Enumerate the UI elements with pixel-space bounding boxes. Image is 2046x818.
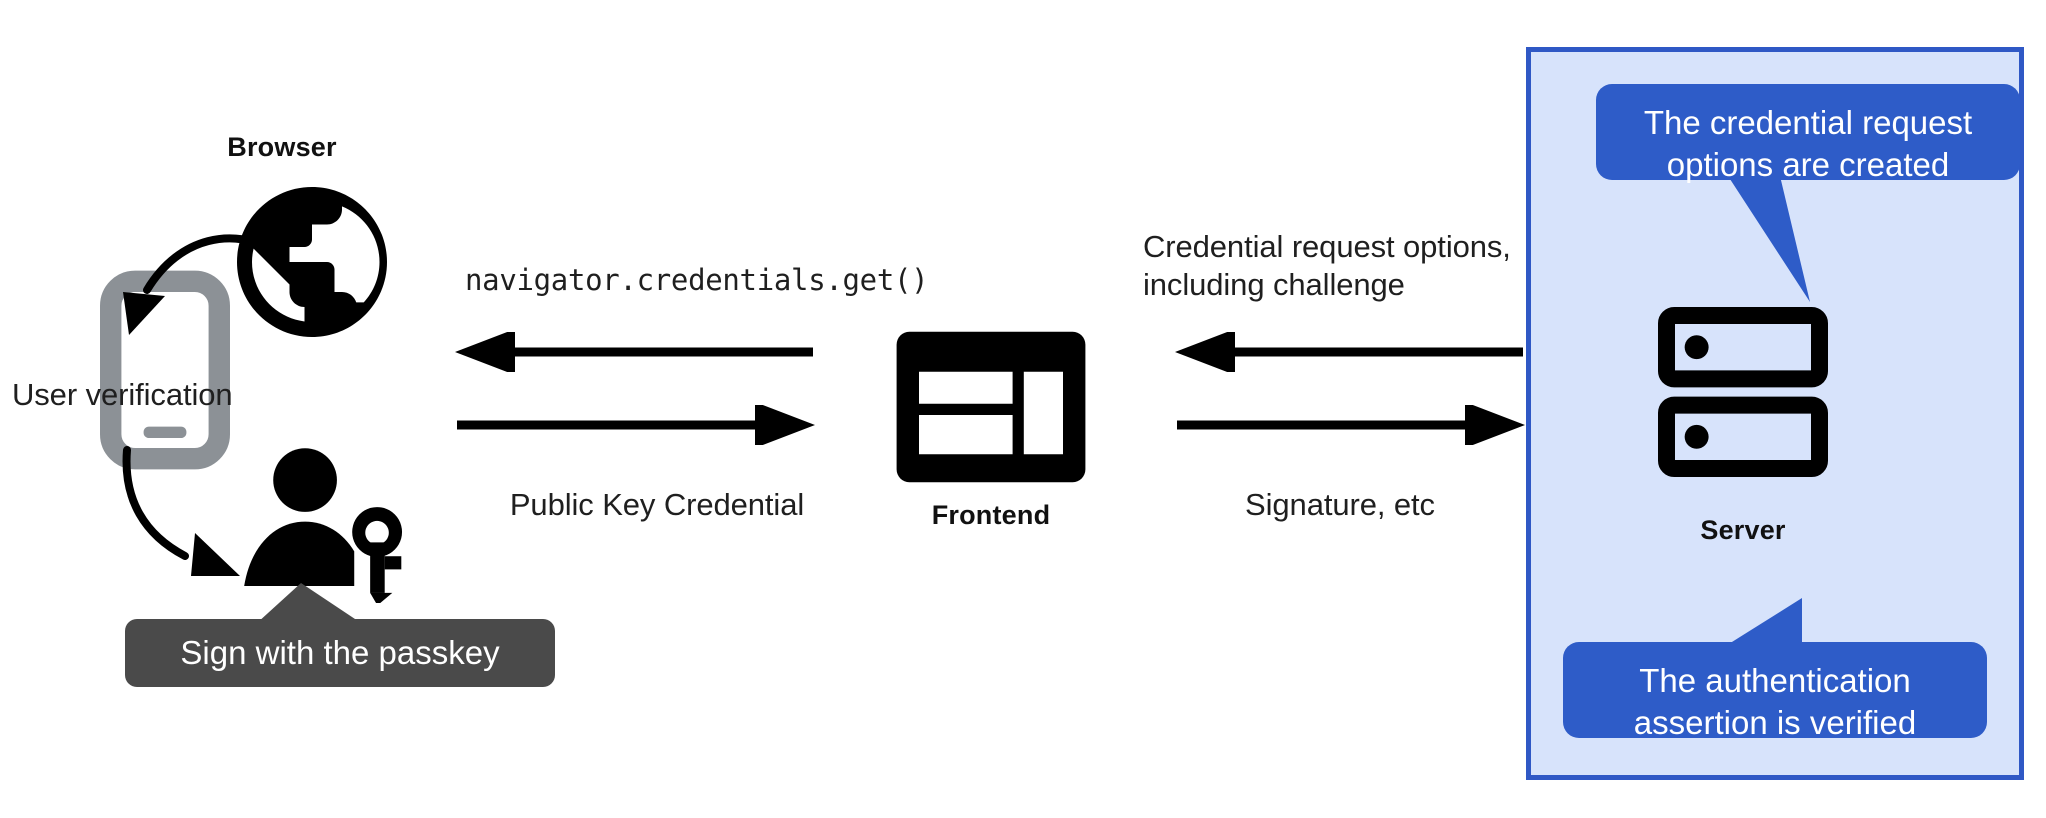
smartphone-icon bbox=[100, 270, 230, 470]
web-layout-icon bbox=[893, 327, 1089, 487]
public-key-credential-label: Public Key Credential bbox=[509, 487, 805, 522]
globe-icon bbox=[222, 172, 402, 352]
options-created-callout: The credential request options are creat… bbox=[1596, 84, 2020, 183]
passkey-callout: Sign with the passkey bbox=[125, 619, 555, 687]
assertion-verified-callout: The authentication assertion is verified bbox=[1563, 642, 1987, 741]
credential-request-options-label: Credential request options, including ch… bbox=[1143, 229, 1511, 302]
arrow-frontend-to-browser bbox=[455, 329, 815, 377]
arrow-frontend-to-server bbox=[1175, 402, 1525, 450]
navigator-credentials-get-label: navigator.credentials.get() bbox=[465, 263, 929, 297]
arrow-browser-to-phone bbox=[85, 200, 285, 365]
arrow-phone-to-user bbox=[105, 440, 305, 605]
browser-caption: Browser bbox=[227, 132, 337, 162]
frontend-caption: Frontend bbox=[931, 500, 1051, 530]
server-caption: Server bbox=[1700, 515, 1786, 545]
server-icon bbox=[1657, 307, 1829, 477]
user-verification-label: User verification bbox=[12, 377, 233, 412]
options-created-callout-tail bbox=[1630, 176, 1840, 311]
arrow-server-to-frontend bbox=[1175, 329, 1525, 377]
arrow-browser-to-frontend bbox=[455, 402, 815, 450]
signature-etc-label: Signature, etc bbox=[1245, 487, 1435, 522]
person-with-key-icon bbox=[240, 443, 420, 603]
